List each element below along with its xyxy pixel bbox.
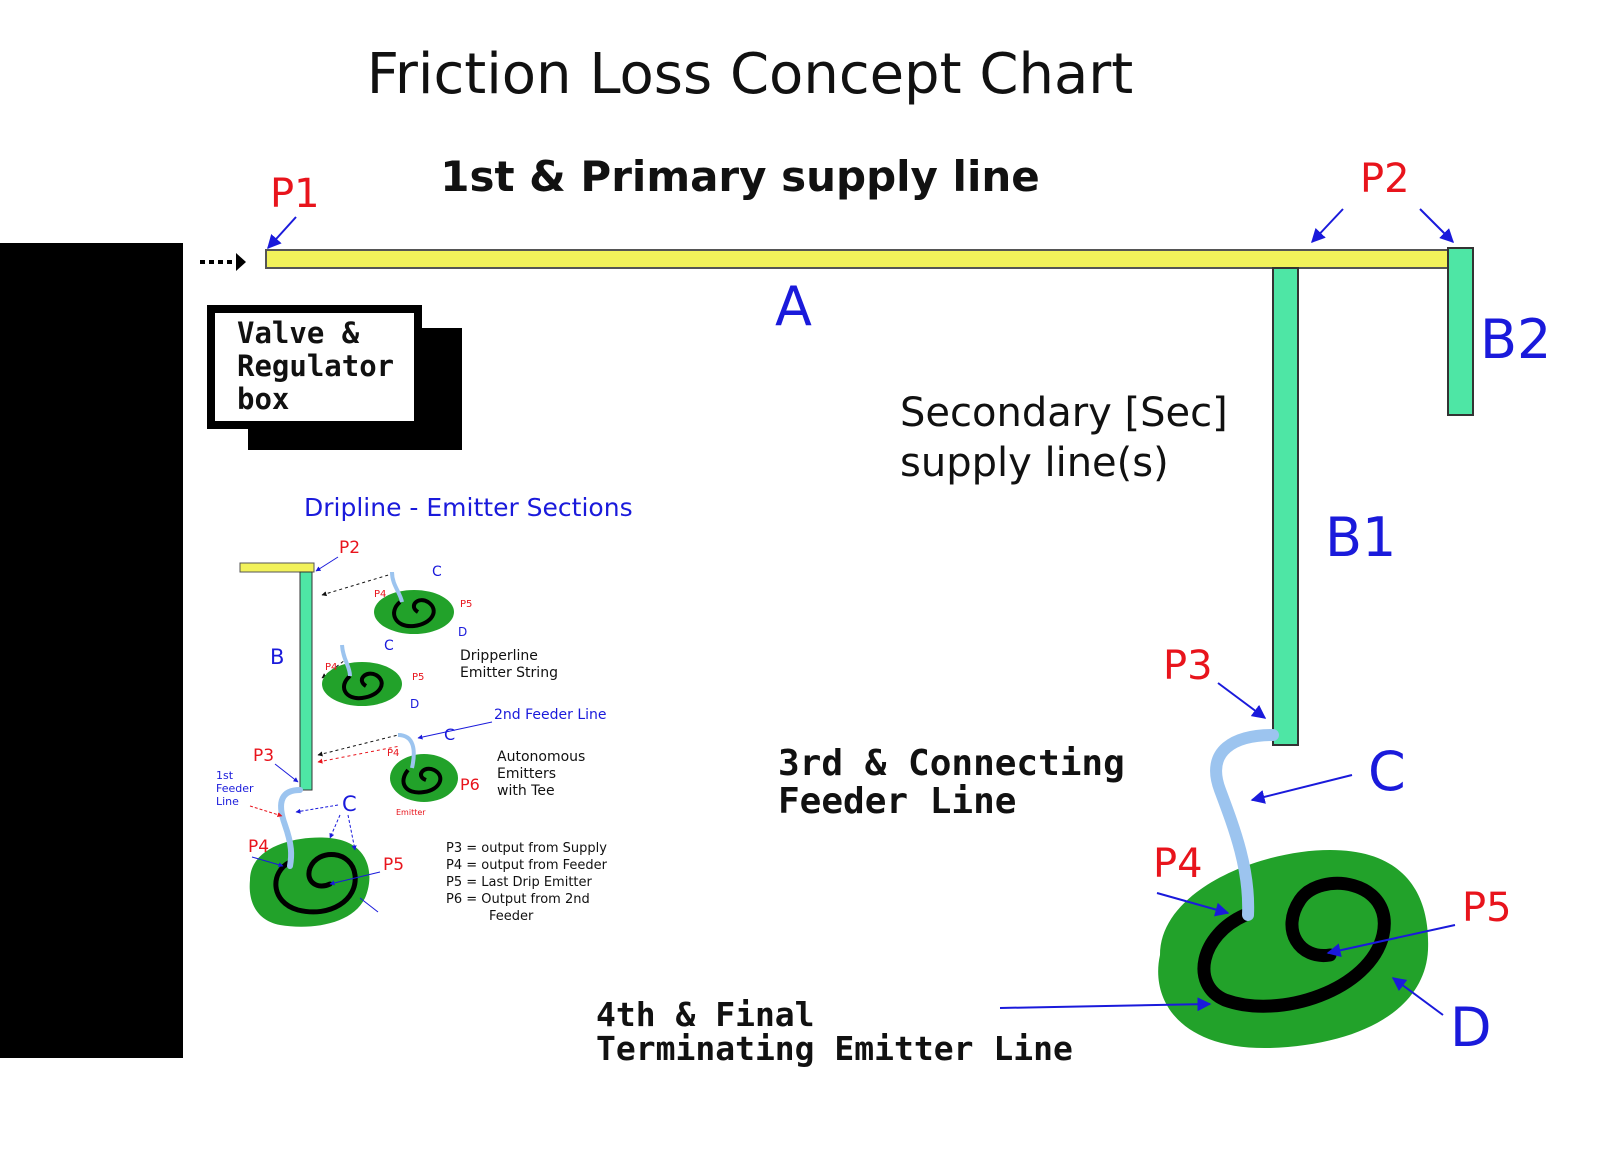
- p4-arrow: [1156, 892, 1230, 917]
- dripperline-line2: Emitter String: [460, 665, 558, 681]
- second-feeder-label: 2nd Feeder Line: [494, 707, 607, 723]
- p1-arrow: [267, 216, 297, 250]
- first-feeder-arrow: [249, 805, 283, 818]
- inset-p6: P6: [460, 775, 480, 794]
- feeder-line-c: [1210, 729, 1279, 921]
- inset-feeder-3: [397, 733, 416, 769]
- secondary-line-b1: [1272, 267, 1299, 746]
- p2-arrow-left: [1311, 208, 1344, 244]
- dripperline-line1: Dripperline: [460, 648, 538, 664]
- inset-pointer-1: [321, 572, 396, 597]
- label-c: C: [1368, 740, 1406, 803]
- secondary-label-line1: Secondary [Sec]: [900, 390, 1228, 436]
- inset-d-line: [359, 897, 379, 913]
- inset-patch-1: [374, 590, 454, 634]
- inset-c-arrow-2: [329, 814, 341, 839]
- inset-c-arrow-1: [295, 804, 339, 814]
- inset-spiral-3: [401, 766, 443, 795]
- autonomous-line2: Emitters: [497, 766, 556, 782]
- label-a: A: [775, 275, 812, 338]
- inset-legend-5: Feeder: [489, 909, 534, 924]
- inset-spiral-main: [273, 851, 358, 915]
- secondary-label-line2: supply line(s): [900, 440, 1169, 486]
- valve-box-line2: Regulator: [237, 349, 394, 383]
- inset-spiral-2: [342, 671, 384, 701]
- autonomous-line1: Autonomous: [497, 749, 585, 765]
- inset-p4-arrow: [251, 856, 284, 868]
- label-b1: B1: [1325, 506, 1396, 569]
- first-feeder-line2: Feeder: [216, 782, 254, 795]
- inset-legend-2: P4 = output from Feeder: [446, 858, 608, 873]
- inset-p5-2: P5: [412, 672, 424, 683]
- inset-title: Dripline - Emitter Sections: [304, 493, 633, 522]
- c-arrow: [1250, 774, 1353, 804]
- inset-pointer-3: [317, 734, 399, 757]
- inset-feeder-1: [390, 571, 404, 603]
- inset-legend-3: P5 = Last Drip Emitter: [446, 875, 593, 890]
- secondary-line-b2: [1447, 247, 1474, 416]
- valve-regulator-box: [207, 305, 422, 429]
- p2-arrow-right: [1419, 208, 1454, 243]
- emitter-label-line2: Terminating Emitter Line: [596, 1029, 1073, 1068]
- inset-legend-1: P3 = output from Supply: [446, 841, 607, 856]
- inset-spiral-1: [392, 598, 436, 629]
- input-arrow-head: [236, 253, 246, 271]
- d-arrow: [1391, 977, 1444, 1016]
- primary-supply-line: [265, 249, 1467, 269]
- feeder-label-line1: 3rd & Connecting: [778, 743, 1125, 784]
- label-d: D: [1450, 996, 1492, 1059]
- inset-c-1: C: [432, 564, 442, 580]
- dripline-inset: Dripline - Emitter Sections P2 B C P4 P5…: [216, 493, 633, 927]
- autonomous-line3: with Tee: [497, 783, 555, 799]
- feeder-label-line2: Feeder Line: [778, 781, 1016, 822]
- inset-legend-4: P6 = Output from 2nd: [446, 892, 590, 907]
- inset-label-b: B: [270, 645, 284, 669]
- first-feeder-line1: 1st: [216, 769, 234, 782]
- inset-p5-1: P5: [460, 599, 472, 610]
- inset-p2-arrow: [315, 556, 339, 572]
- valve-box-line3: box: [237, 382, 289, 416]
- inset-c-arrow-3: [347, 814, 357, 851]
- inset-p3-arrow: [274, 763, 299, 783]
- label-p4: P4: [1153, 841, 1203, 887]
- inset-label-p3: P3: [253, 746, 274, 766]
- inset-pointer-red: [317, 745, 401, 764]
- inset-primary-line: [239, 562, 315, 573]
- inset-secondary-line: [299, 571, 313, 791]
- emitter-line-arrow: [999, 997, 1212, 1012]
- primary-line-label: 1st & Primary supply line: [440, 152, 1039, 201]
- valve-box-line1: Valve &: [237, 316, 360, 350]
- inset-c-2: C: [384, 638, 394, 654]
- left-black-panel: [0, 243, 183, 1058]
- inset-emitter-tag: Emitter: [396, 808, 426, 817]
- inset-p4-2: P4: [325, 662, 337, 673]
- inset-d-1: D: [458, 625, 467, 639]
- label-p1: P1: [270, 171, 320, 217]
- label-p5: P5: [1462, 885, 1512, 931]
- inset-p4-3: P4: [387, 748, 399, 759]
- inset-label-p2: P2: [339, 538, 360, 558]
- emitter-label-line1: 4th & Final: [596, 995, 815, 1034]
- label-b2: B2: [1480, 308, 1551, 371]
- second-feeder-arrow: [417, 721, 493, 740]
- inset-d-2: D: [410, 697, 419, 711]
- p3-arrow: [1217, 682, 1267, 719]
- inset-c-3: C: [444, 725, 455, 744]
- page-title: Friction Loss Concept Chart: [367, 42, 1134, 107]
- inset-p4-1: P4: [374, 589, 386, 600]
- p5-arrow: [1326, 924, 1456, 958]
- inset-p5-arrow: [329, 871, 381, 886]
- inset-feeder-main: [278, 787, 303, 869]
- inset-label-p4: P4: [248, 837, 269, 857]
- label-p3: P3: [1163, 643, 1213, 689]
- label-p2: P2: [1360, 156, 1410, 202]
- inset-label-p5: P5: [383, 855, 404, 875]
- first-feeder-line3: Line: [216, 795, 239, 808]
- inset-label-c: C: [342, 792, 357, 816]
- inset-feeder-2: [340, 644, 352, 677]
